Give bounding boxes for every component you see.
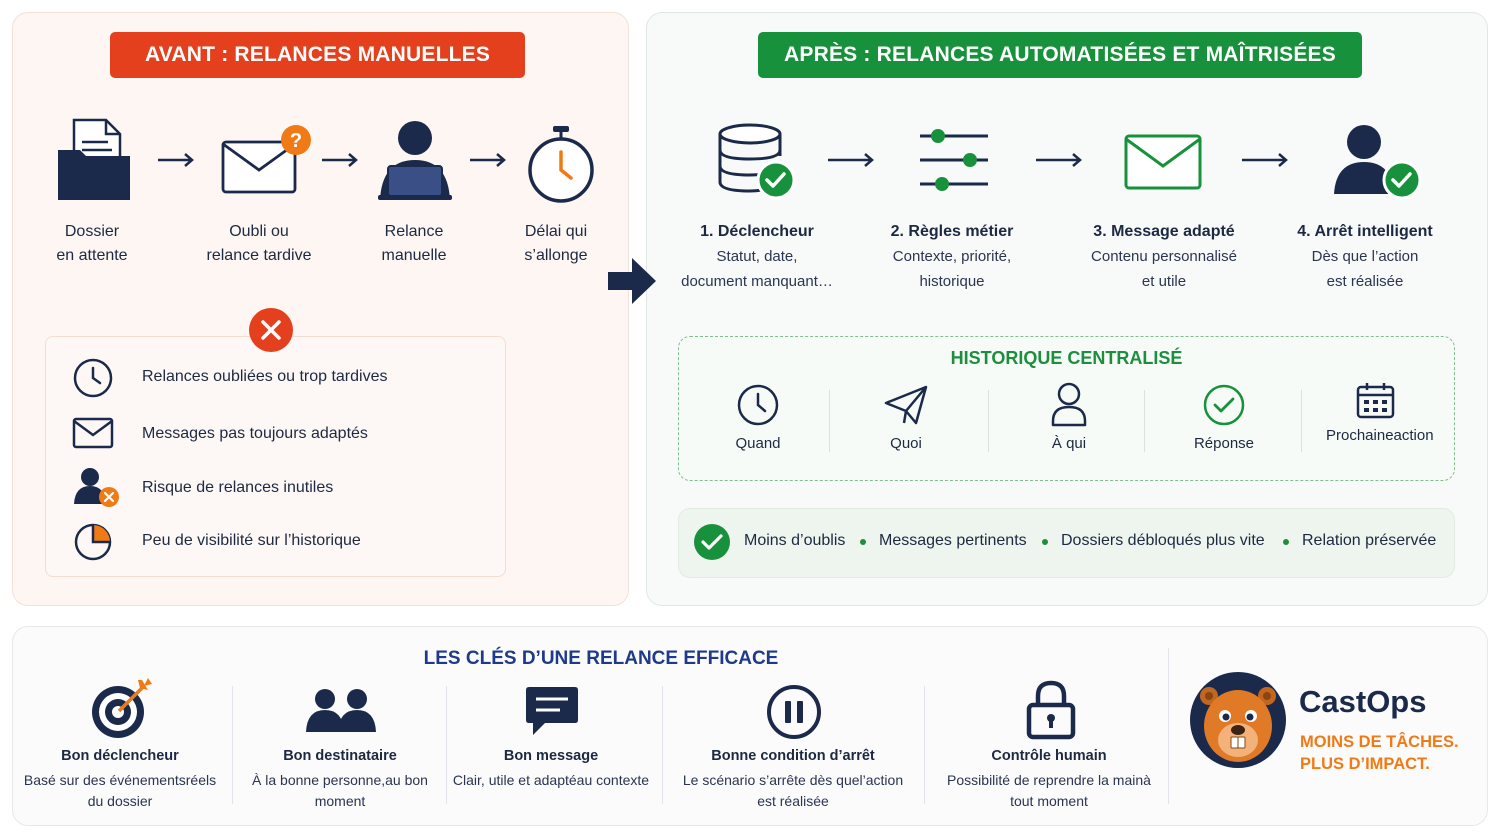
separator [924, 686, 925, 804]
separator [829, 390, 830, 452]
bullet-dot [860, 539, 866, 545]
x-circle-icon [249, 308, 293, 352]
users-icon [306, 689, 376, 732]
benefits-bar [678, 508, 1455, 578]
key-title: Bon message [503, 748, 599, 764]
clock-icon [73, 358, 113, 398]
issue-text: Peu de visibilité sur l’historique [142, 532, 361, 549]
separator [1168, 648, 1169, 804]
flow-arrow-icon [470, 153, 506, 167]
bullet-dot [1283, 539, 1289, 545]
flow-arrow-icon [1242, 153, 1288, 167]
envelope-question-icon: ? [221, 125, 311, 194]
separator [1144, 390, 1145, 452]
paper-plane-icon [884, 385, 928, 425]
history-box [678, 336, 1455, 481]
key-title: Bonne condition d’arrêt [711, 748, 875, 764]
sliders-icon [920, 129, 988, 191]
issue-text: Risque de relances inutiles [142, 479, 334, 496]
key-title: Contrôle humain [991, 748, 1107, 764]
separator [662, 686, 663, 804]
issues-box [45, 336, 506, 577]
benefit-item: Dossiers débloqués plus vite [1061, 532, 1265, 549]
separator [988, 390, 989, 452]
issue-text: Messages pas toujours adaptés [142, 425, 368, 442]
key-desc: Basé sur des événementsréels du dossier [23, 772, 217, 809]
after-panel [646, 12, 1488, 606]
after-step-1-label: 1. Déclencheur Statut, date,document man… [681, 223, 833, 290]
lock-icon [1026, 680, 1076, 740]
key-desc: Le scénario s’arrête dès quel’action est… [682, 772, 904, 809]
history-title: HISTORIQUE CENTRALISÉ [950, 348, 1183, 368]
svg-text:?: ? [290, 130, 302, 152]
history-item-label: Quand [735, 435, 781, 452]
key-desc: À la bonne personne,au bon moment [252, 772, 428, 809]
after-title: APRÈS : RELANCES AUTOMATISÉES ET MAÎTRIS… [758, 32, 1362, 78]
separator [232, 686, 233, 804]
envelope-icon [1124, 134, 1202, 190]
history-item-label: Prochaineaction [1326, 427, 1434, 444]
before-title: AVANT : RELANCES MANUELLES [110, 32, 525, 78]
beaver-logo-icon [1190, 672, 1286, 768]
transition-arrow-icon [608, 258, 656, 304]
key-title: Bon destinataire [283, 748, 397, 764]
benefit-item: Relation préservée [1302, 532, 1437, 549]
benefit-item: Moins d’oublis [744, 532, 846, 549]
user-x-icon [74, 468, 119, 507]
envelope-icon [72, 417, 114, 449]
bullet-dot [1042, 539, 1048, 545]
folder-document-icon [58, 118, 130, 200]
benefit-item: Messages pertinents [879, 532, 1027, 549]
pause-icon [767, 685, 821, 739]
flow-arrow-icon [158, 153, 194, 167]
key-title: Bon déclencheur [61, 748, 179, 764]
check-circle-icon [1203, 384, 1245, 426]
check-circle-icon [694, 524, 730, 560]
user-check-icon [1334, 125, 1422, 200]
issue-text: Relances oubliées ou trop tardives [142, 368, 388, 385]
brand-tagline: MOINS DE TÂCHES.PLUS D’IMPACT. [1300, 733, 1459, 773]
flow-arrow-icon [1036, 153, 1082, 167]
separator [446, 686, 447, 804]
target-icon [92, 678, 152, 738]
clock-icon [737, 384, 779, 426]
history-item-label: À qui [1051, 435, 1087, 452]
pie-chart-icon [74, 523, 112, 561]
key-desc: Possibilité de reprendre la mainà tout m… [947, 772, 1151, 809]
history-item-label: Réponse [1193, 435, 1255, 452]
person-laptop-icon [378, 121, 452, 200]
brand-name: CastOps [1299, 684, 1427, 719]
flow-arrow-icon [828, 153, 874, 167]
keys-title: LES CLÉS D’UNE RELANCE EFFICACE [423, 648, 779, 669]
after-step-2-label: 2. Règles métier Contexte, priorité,hist… [890, 223, 1014, 290]
user-icon [1051, 382, 1087, 427]
stopwatch-icon [528, 126, 594, 203]
database-check-icon [718, 123, 796, 200]
history-item-label: Quoi [890, 435, 922, 452]
message-icon [526, 687, 578, 735]
calendar-icon [1356, 383, 1395, 419]
key-desc: Clair, utile et adaptéau contexte [452, 772, 650, 788]
separator [1301, 390, 1302, 452]
flow-arrow-icon [322, 153, 358, 167]
